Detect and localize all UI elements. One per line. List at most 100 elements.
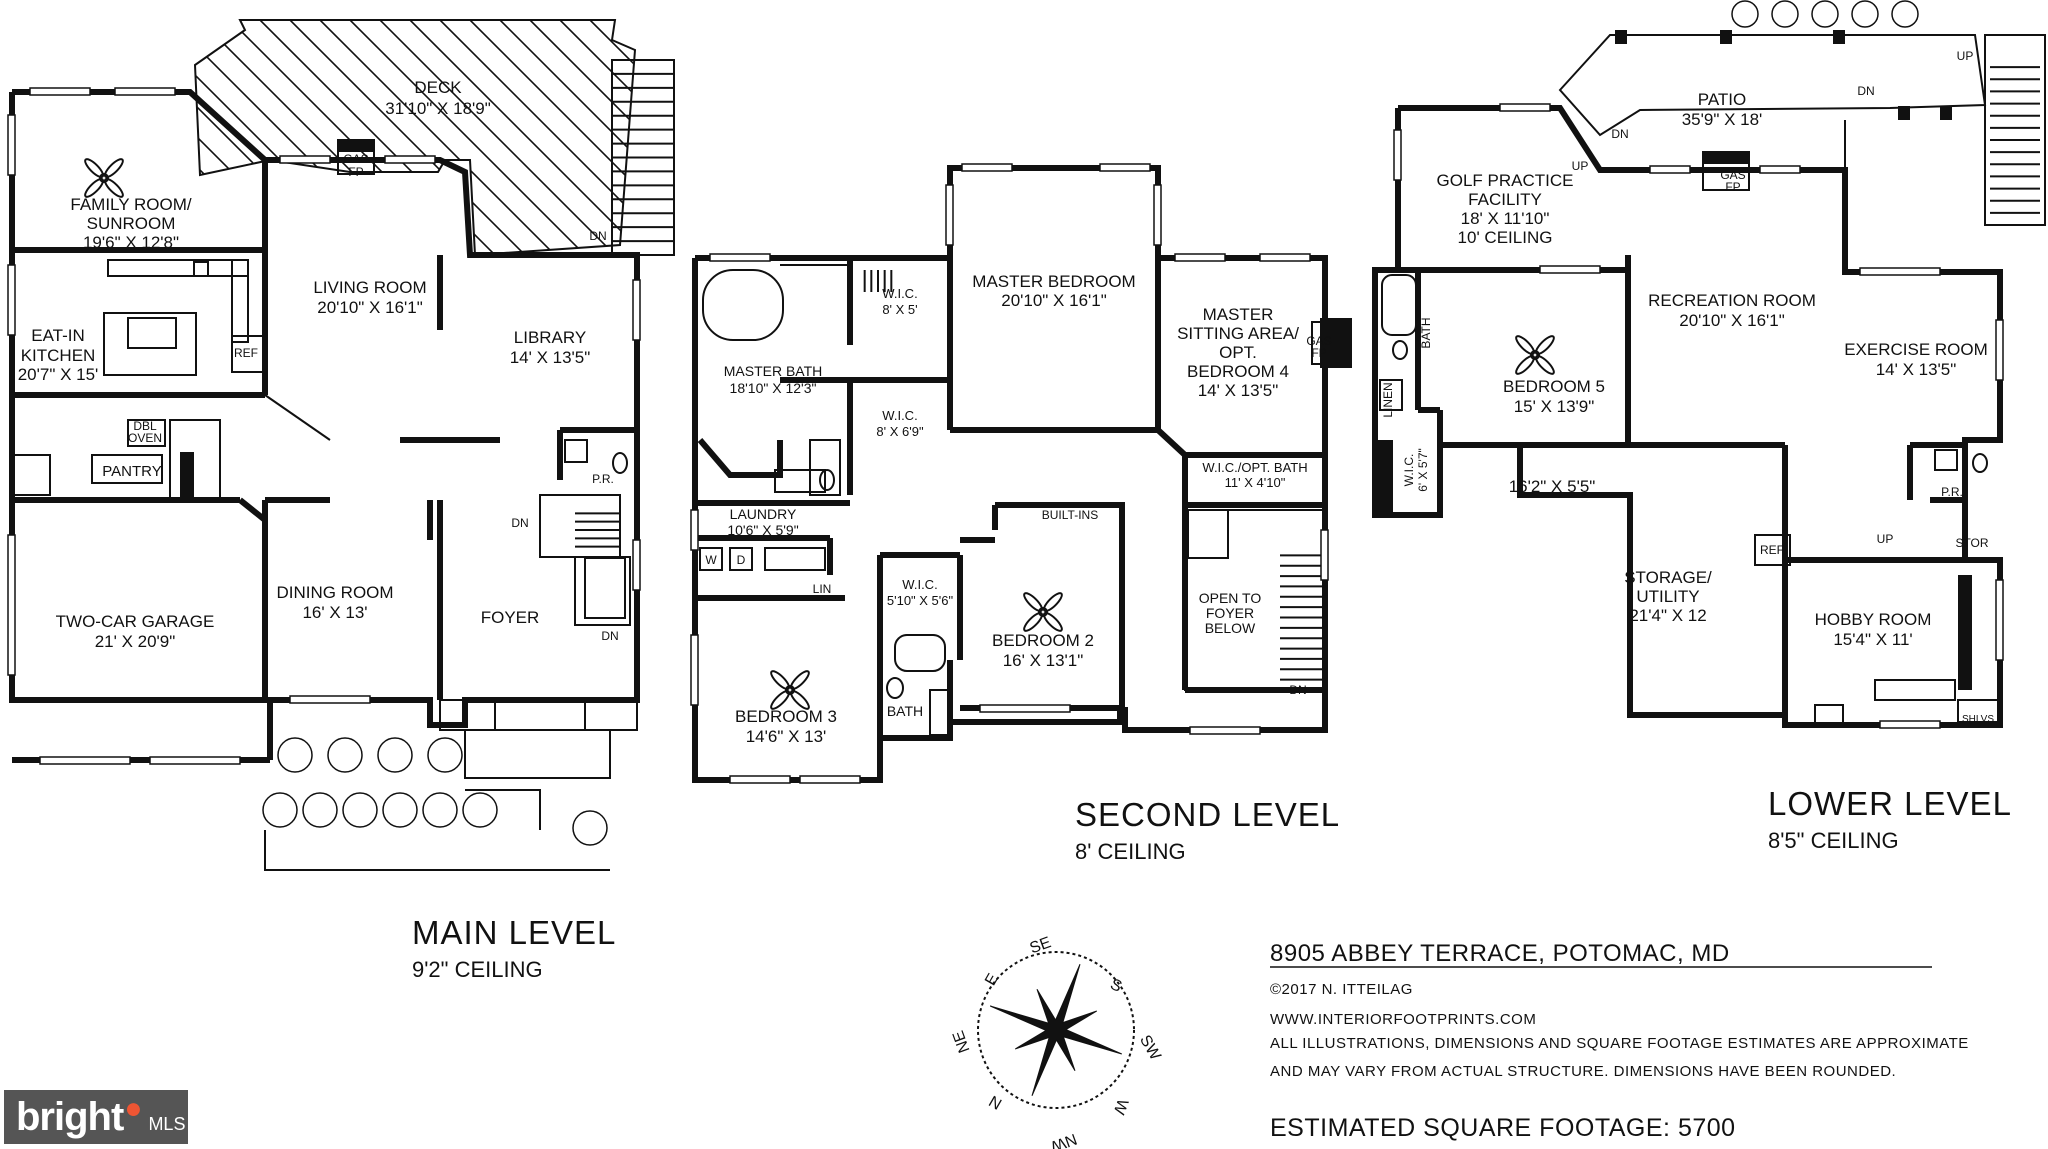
main-level-plan: DECK 31'10" X 18'9" GAS FP FAMILY ROOM/ … — [7, 19, 675, 982]
patio-name: PATIO — [1698, 90, 1747, 109]
shrub-icon — [462, 792, 498, 828]
compass-nw: NW — [1047, 1130, 1079, 1149]
second-gas-fp-label-2: FP — [1311, 346, 1326, 360]
second-level-ceiling: 8' CEILING — [1075, 839, 1186, 864]
lower-level-title: LOWER LEVEL — [1768, 785, 2012, 822]
main-dn-label: DN — [511, 516, 528, 530]
shrub-icon — [277, 737, 313, 773]
master-sitting-dims: 14' X 13'5" — [1198, 381, 1279, 400]
disclaimer-line-2: AND MAY VARY FROM ACTUAL STRUCTURE. DIME… — [1270, 1063, 1896, 1080]
shrub-icon — [1731, 0, 1759, 28]
shrub-icon — [1851, 0, 1879, 28]
mls-watermark: bright ● MLS — [4, 1090, 188, 1144]
website: WWW.INTERIORFOOTPRINTS.COM — [1270, 1011, 1536, 1028]
second-level-plan: MASTER BEDROOM 20'10" X 16'1" MASTER SIT… — [690, 163, 1352, 864]
compass-n: N — [986, 1092, 1005, 1113]
master-bedroom-name: MASTER BEDROOM — [972, 272, 1135, 291]
shrub-icon — [572, 810, 608, 846]
compass-w: W — [1109, 1097, 1130, 1118]
dryer-label: D — [737, 553, 746, 567]
linen-name: LINEN — [1381, 382, 1395, 417]
compass-se: SE — [1028, 934, 1054, 957]
shrub-icon — [327, 737, 363, 773]
golf-name-2: FACILITY — [1468, 190, 1542, 209]
main-dn-label-2: DN — [601, 629, 618, 643]
exercise-name: EXERCISE ROOM — [1844, 340, 1988, 359]
master-sitting-name-4: BEDROOM 4 — [1187, 362, 1289, 381]
open-foyer-name-3: BELOW — [1205, 620, 1256, 636]
living-room-name: LIVING ROOM — [313, 278, 426, 297]
wic-3-dims: 5'10" X 5'6" — [887, 593, 954, 608]
shrub-icon — [1811, 0, 1839, 28]
bedroom-3-dims: 14'6" X 13' — [746, 727, 827, 746]
compass-ne: NE — [950, 1028, 974, 1055]
master-bedroom-dims: 20'10" X 16'1" — [1001, 291, 1107, 310]
dbl-oven-label-2: OVEN — [128, 431, 162, 445]
storage-name-2: UTILITY — [1636, 587, 1699, 606]
compass-s: S — [1107, 976, 1124, 996]
second-level-title: SECOND LEVEL — [1075, 796, 1340, 833]
ceiling-fan-icon — [785, 685, 795, 695]
lower-gas-fp-label: GAS — [1720, 168, 1745, 182]
dbl-oven-label: DBL — [133, 419, 157, 433]
main-level-ceiling: 9'2" CEILING — [412, 957, 543, 982]
family-room-name: FAMILY ROOM/ — [70, 195, 192, 214]
dining-room-name: DINING ROOM — [276, 583, 393, 602]
pantry-name: PANTRY — [102, 463, 161, 480]
bedroom-5-dims: 15' X 13'9" — [1514, 397, 1595, 416]
lower-pr-label: P.R. — [1941, 485, 1963, 499]
shrub-icon — [1771, 0, 1799, 28]
dining-room-dims: 16' X 13' — [302, 603, 367, 622]
library-dims: 14' X 13'5" — [510, 348, 591, 367]
golf-dims: 18' X 11'10" — [1461, 209, 1550, 228]
main-dn-label-3: DN — [589, 229, 606, 243]
garage-dims: 21' X 20'9" — [95, 632, 176, 651]
deck-name: DECK — [414, 78, 462, 97]
laundry-name: LAUNDRY — [730, 506, 797, 522]
storage-dims: 21'4" X 12 — [1629, 606, 1706, 625]
shrub-icon — [262, 792, 298, 828]
master-sitting-name-2: SITTING AREA/ — [1177, 324, 1299, 343]
patio-dims: 35'9" X 18' — [1682, 110, 1763, 129]
washer-label: W — [705, 553, 717, 567]
shrub-icon — [382, 792, 418, 828]
library-name: LIBRARY — [514, 328, 586, 347]
wic-opt-bath-dims: 11' X 4'10" — [1225, 475, 1286, 490]
disclaimer-line-1: ALL ILLUSTRATIONS, DIMENSIONS AND SQUARE… — [1270, 1035, 1969, 1052]
family-room-dims: 19'6" X 12'8" — [83, 233, 179, 252]
lower-gas-fp-label-2: FP — [1725, 180, 1740, 194]
bedroom-3-name: BEDROOM 3 — [735, 707, 837, 726]
lower-bath-name: BATH — [1419, 317, 1433, 348]
compass-sw: SW — [1136, 1032, 1164, 1064]
open-foyer-name-2: FOYER — [1206, 605, 1254, 621]
wic-1-name: W.I.C. — [882, 286, 917, 301]
second-gas-fp-label: GAS — [1306, 334, 1331, 348]
exercise-dims: 14' X 13'5" — [1876, 360, 1957, 379]
master-bath-dims: 18'10" X 12'3" — [730, 380, 817, 396]
second-bath-name: BATH — [887, 703, 923, 719]
wic-2-dims: 8' X 6'9" — [876, 424, 924, 439]
lower-level-ceiling: 8'5" CEILING — [1768, 828, 1899, 853]
main-level-title: MAIN LEVEL — [412, 914, 616, 951]
watermark-suffix: MLS — [148, 1113, 186, 1134]
open-foyer-name: OPEN TO — [1199, 590, 1262, 606]
copyright: ©2017 N. ITTEILAG — [1270, 981, 1413, 998]
recreation-dims: 20'10" X 16'1" — [1679, 311, 1785, 330]
shrub-icon — [377, 737, 413, 773]
lower-wic-name: W.I.C. — [1402, 454, 1416, 487]
lower-up-label: UP — [1957, 49, 1974, 63]
master-sitting-name-3: OPT. — [1219, 343, 1257, 362]
storage-name: STORAGE/ — [1624, 568, 1712, 587]
square-footage: ESTIMATED SQUARE FOOTAGE: 5700 — [1270, 1114, 1736, 1142]
main-pr-label: P.R. — [592, 472, 614, 486]
master-sitting-name: MASTER — [1203, 305, 1274, 324]
family-room-name-2: SUNROOM — [87, 214, 176, 233]
shrub-icon — [302, 792, 338, 828]
deck-dims: 31'10" X 18'9" — [385, 99, 491, 118]
built-ins-label: BUILT-INS — [1042, 508, 1098, 522]
garage-name: TWO-CAR GARAGE — [56, 612, 215, 631]
main-ref-label: REF — [234, 346, 258, 360]
golf-ceiling: 10' CEILING — [1458, 228, 1553, 247]
wic-1-dims: 8' X 5' — [882, 302, 917, 317]
